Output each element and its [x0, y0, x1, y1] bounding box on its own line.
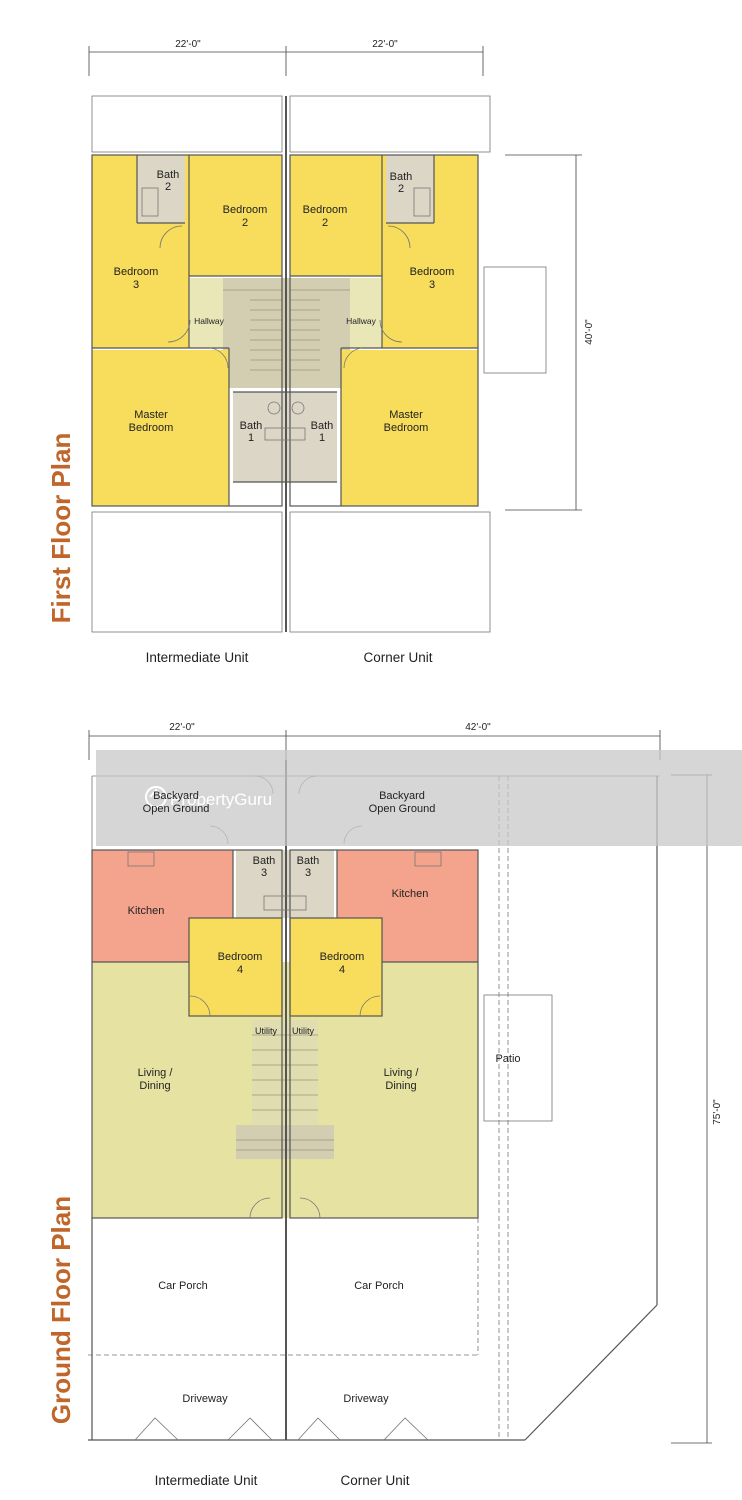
watermark-logo-icon: [145, 786, 167, 808]
room-label-hallway-right: Hallway: [346, 316, 377, 326]
room-label-utility-right: Utility: [292, 1026, 314, 1036]
ff-corner-unit-label: Corner Unit: [363, 650, 432, 665]
first-floor-plan: 22'-0" 22'-0": [46, 39, 595, 665]
ground-floor-plan: 22'-0" 42'-0": [46, 722, 742, 1488]
room-label-hallway-left: Hallway: [194, 316, 225, 326]
room-label-driveway-right: Driveway: [343, 1393, 389, 1405]
room-label-driveway-left: Driveway: [182, 1393, 228, 1405]
gf-left-width-dimension: 22'-0": [169, 722, 195, 733]
room-label-utility-left: Utility: [255, 1026, 277, 1036]
gf-corner-unit-label: Corner Unit: [340, 1473, 409, 1488]
ff-right-width-dimension: 22'-0": [372, 39, 398, 50]
gf-depth-dimension: 75'-0": [712, 1099, 723, 1125]
room-label-patio: Patio: [495, 1053, 520, 1065]
room-label-living-dining-left: Living /Dining: [138, 1067, 174, 1092]
room-label-car-porch-right: Car Porch: [354, 1280, 404, 1292]
room-label-kitchen-left: Kitchen: [128, 905, 165, 917]
gf-right-width-dimension: 42'-0": [465, 722, 491, 733]
ff-intermediate-unit-label: Intermediate Unit: [146, 650, 249, 665]
room-label-living-dining-right: Living /Dining: [384, 1067, 420, 1092]
ff-left-width-dimension: 22'-0": [175, 39, 201, 50]
ff-depth-dimension: 40'-0": [584, 319, 595, 345]
gf-intermediate-unit-label: Intermediate Unit: [155, 1473, 258, 1488]
ground-floor-plan-title: Ground Floor Plan: [46, 1196, 76, 1424]
watermark-band: [96, 750, 742, 846]
watermark-text: PropertyGuru: [170, 790, 272, 809]
first-floor-plan-title: First Floor Plan: [46, 433, 76, 624]
room-label-car-porch-left: Car Porch: [158, 1280, 208, 1292]
room-label-kitchen-right: Kitchen: [392, 888, 429, 900]
